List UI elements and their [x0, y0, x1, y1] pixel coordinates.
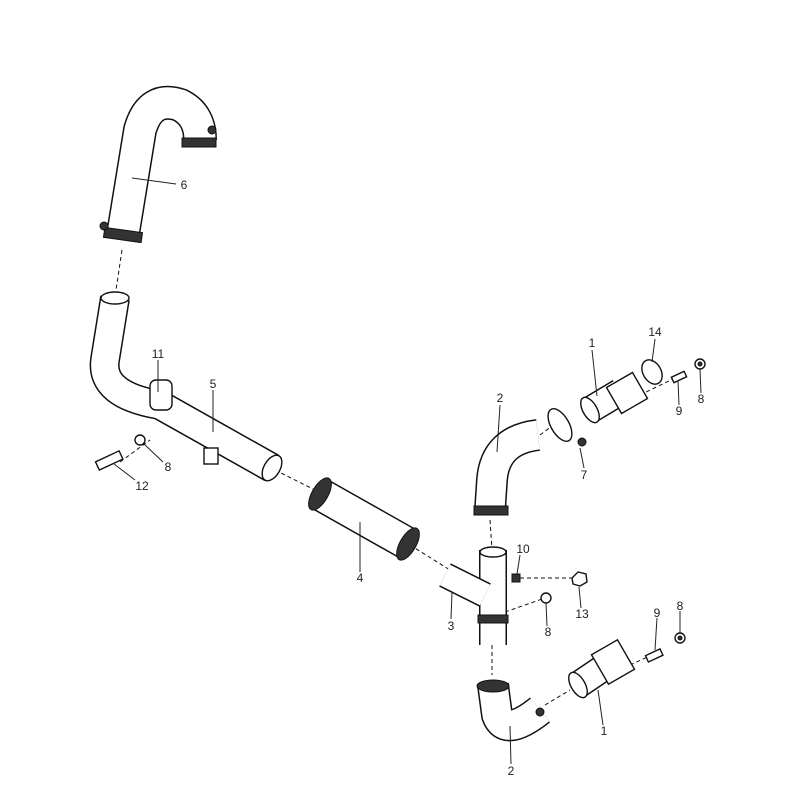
part-labels: 6 11 5 8 12 4 2 1 14 9 8 7 10 3 8 13 9 8… — [135, 178, 704, 778]
part-3-tee — [439, 546, 509, 645]
label-14: 14 — [648, 325, 662, 339]
label-13: 13 — [575, 607, 589, 621]
label-2: 2 — [508, 764, 515, 778]
part-1-upper-adapter — [580, 358, 706, 424]
part-1-lower-adapter — [568, 632, 686, 699]
label-11: 11 — [152, 347, 165, 361]
label-8: 8 — [698, 392, 705, 406]
label-8: 8 — [677, 599, 684, 613]
label-5: 5 — [210, 377, 217, 391]
label-7: 7 — [581, 468, 588, 482]
assembly-lines — [115, 249, 676, 706]
label-2: 2 — [497, 391, 504, 405]
label-12: 12 — [135, 479, 149, 493]
label-8: 8 — [545, 625, 552, 639]
label-4: 4 — [357, 571, 364, 585]
part-4-tube — [308, 477, 420, 561]
label-10: 10 — [516, 542, 530, 556]
label-6: 6 — [181, 178, 188, 192]
part-6-upper-bend-hose — [99, 85, 217, 244]
part-2-lower-elbow — [476, 679, 550, 742]
leader-lines — [113, 177, 702, 765]
part-5-lower-pipe — [89, 291, 283, 482]
label-8: 8 — [165, 460, 172, 474]
label-1: 1 — [589, 336, 596, 350]
label-3: 3 — [448, 619, 455, 633]
label-1: 1 — [601, 724, 608, 738]
label-9: 9 — [676, 404, 683, 418]
part-2-upper-elbow — [473, 408, 587, 516]
label-9: 9 — [654, 606, 661, 620]
